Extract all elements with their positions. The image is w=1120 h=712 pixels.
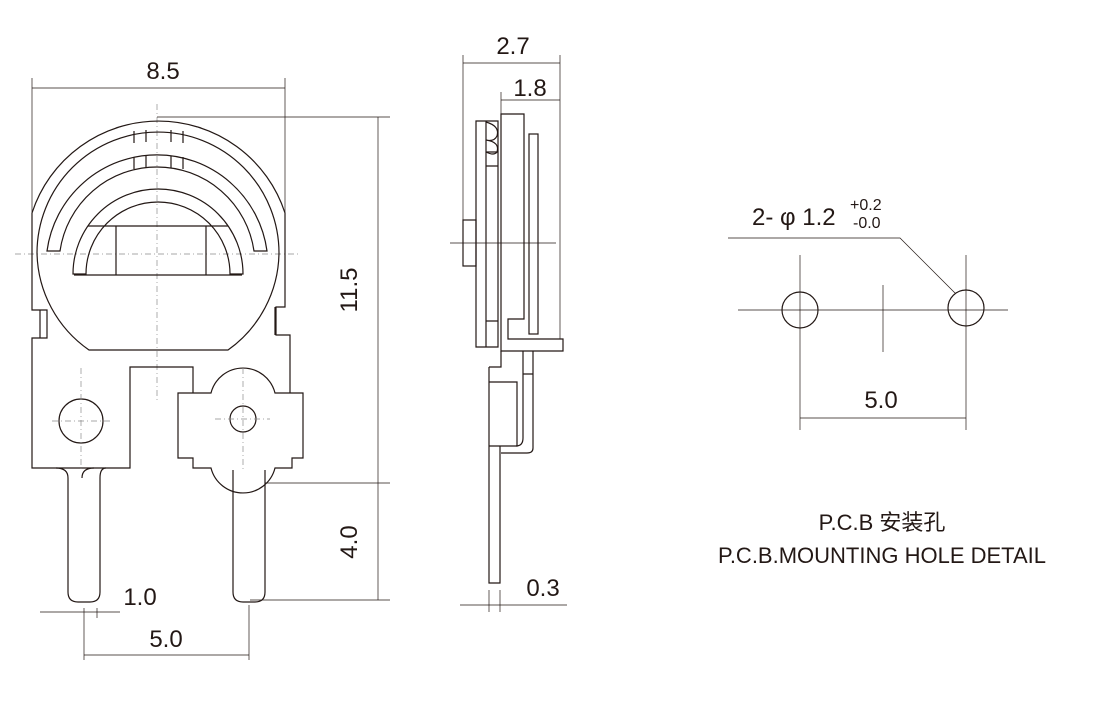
height-dim: 11.5 bbox=[336, 268, 363, 313]
pin-thickness-dim: 0.3 bbox=[526, 575, 559, 602]
caption-cn: P.C.B 安装孔 bbox=[819, 510, 946, 535]
pcb-mounting-detail: 2- φ 1.2 +0.2 -0.0 5.0 P.C.B 安装孔 P.C.B.M… bbox=[718, 197, 1046, 568]
tolerance-minus: -0.0 bbox=[853, 215, 881, 232]
back-plate bbox=[528, 133, 539, 335]
tolerance-plus: +0.2 bbox=[850, 197, 882, 214]
leader-lines bbox=[728, 237, 966, 419]
hole-spec: 2- φ 1.2 bbox=[752, 204, 836, 231]
mounting-hole-left bbox=[781, 291, 819, 329]
pin-width-dim: 1.0 bbox=[123, 584, 156, 611]
dim-lines bbox=[460, 55, 567, 612]
front-view: 8.5 11.5 4.0 1.0 5.0 bbox=[15, 58, 390, 660]
side-view: 2.7 1.8 0.3 bbox=[450, 33, 567, 612]
rotor-body bbox=[36, 131, 280, 351]
ring-gaps bbox=[133, 130, 184, 169]
inner-slot-ring bbox=[72, 188, 244, 275]
housing-plate bbox=[500, 113, 564, 352]
depth-dim: 2.7 bbox=[496, 33, 529, 60]
wiper-window bbox=[74, 225, 242, 276]
rotor-plate bbox=[475, 120, 499, 348]
caption-en: P.C.B.MOUNTING HOLE DETAIL bbox=[718, 543, 1046, 568]
right-pin bbox=[232, 470, 266, 603]
pin-pitch-dim: 5.0 bbox=[149, 626, 182, 653]
knob bbox=[462, 219, 477, 267]
left-pin bbox=[55, 467, 107, 603]
terminal-pin bbox=[488, 351, 518, 584]
width-dim: 8.5 bbox=[146, 58, 179, 85]
adjust-bumps bbox=[485, 121, 499, 155]
body-depth-dim: 1.8 bbox=[513, 75, 546, 102]
outer-slot-ring bbox=[46, 154, 268, 252]
dim-lines bbox=[31, 78, 390, 660]
right-terminal-pad bbox=[177, 367, 304, 494]
hole-pitch-dim: 5.0 bbox=[864, 387, 897, 414]
outer-housing bbox=[31, 120, 291, 469]
pin-length-dim: 4.0 bbox=[336, 525, 363, 558]
mounting-hole-right bbox=[947, 289, 985, 327]
